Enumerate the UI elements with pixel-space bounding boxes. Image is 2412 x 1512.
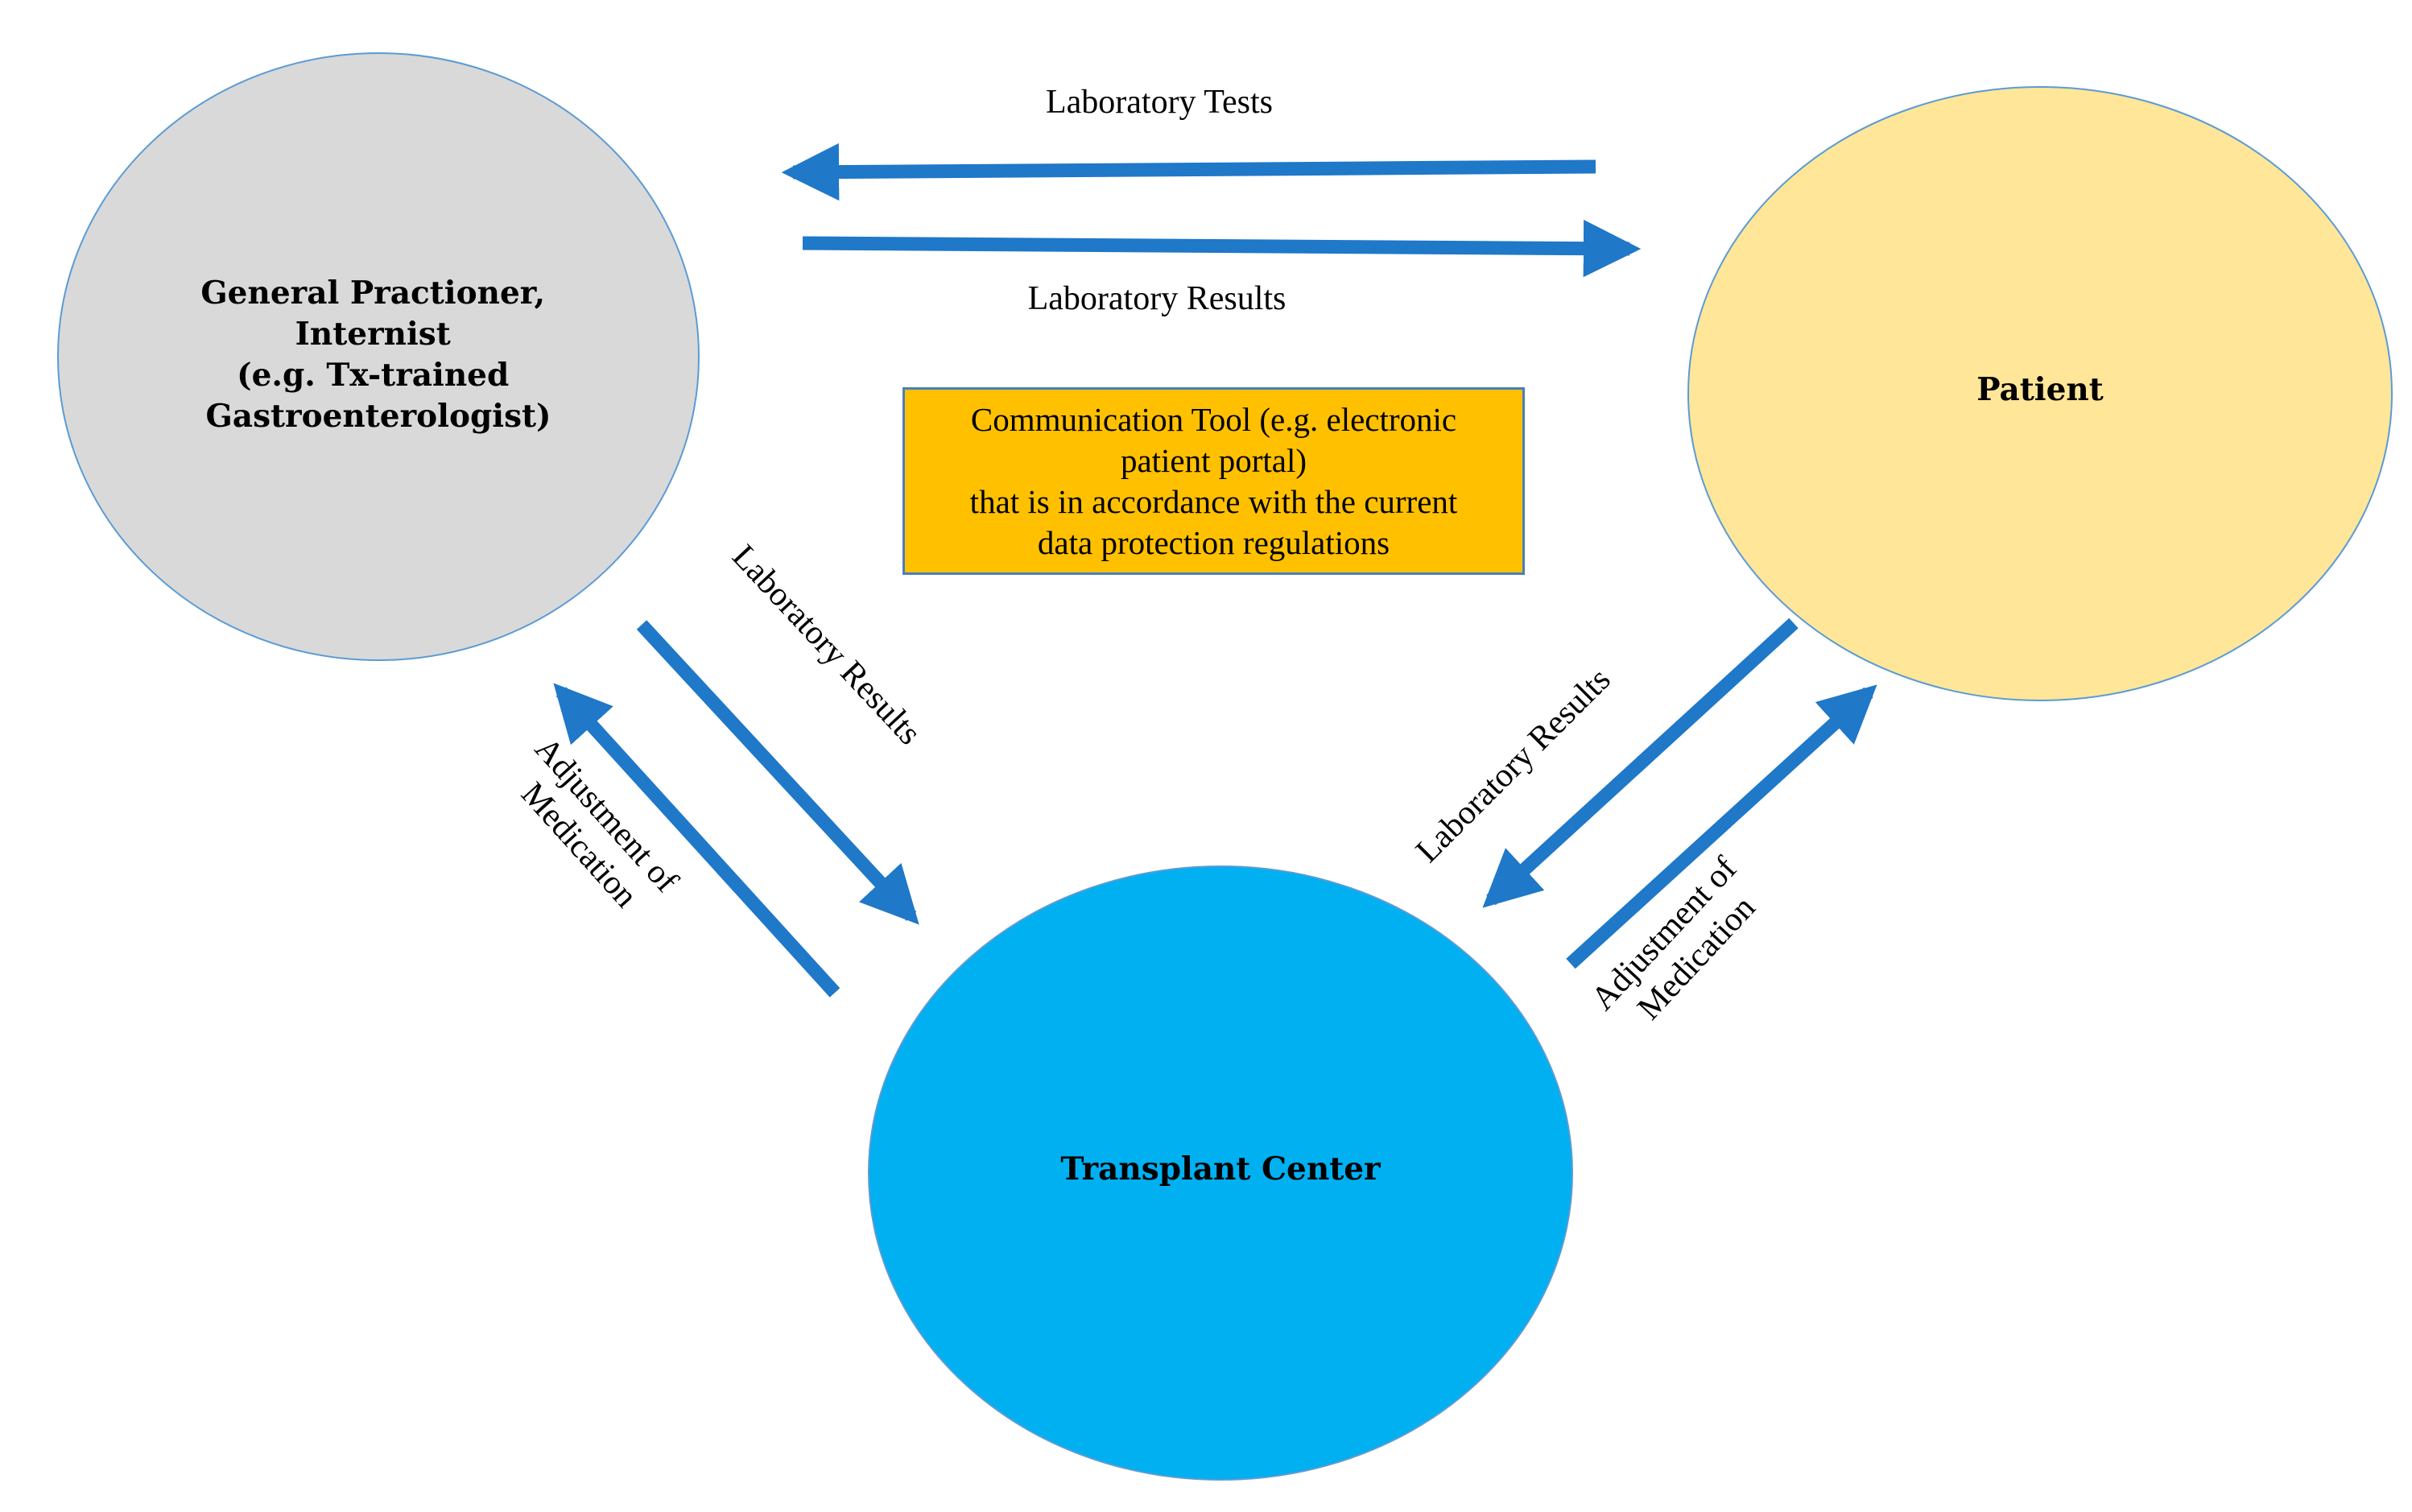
node-patient (1687, 86, 2393, 701)
edge-label-patient-to-center: Laboratory Results (1409, 661, 1617, 870)
node-gp-label-line: Internist (295, 316, 451, 353)
edge-label-patient-to-gp: Laboratory Tests (1046, 84, 1273, 121)
node-gp (57, 52, 700, 661)
arrow-center-to-patient (1566, 684, 1877, 969)
edge-label-gp-to-patient: Laboratory Results (1028, 280, 1287, 317)
node-gp-label-line: Gastroenterologist) (206, 398, 551, 435)
node-patient-label: Patient (1976, 371, 2104, 408)
arrow-center-to-gp (553, 683, 840, 998)
node-gp-label: General Practioner, Internist (e.g. Tx-t… (200, 275, 556, 435)
edge-label-center-to-gp: Adjustment of Medication (498, 730, 691, 932)
arrow-gp-to-patient (802, 219, 1642, 278)
node-gp-label-line: (e.g. Tx-trained (237, 357, 509, 394)
node-center-label: Transplant Center (1060, 1151, 1381, 1188)
note-line: data protection regulations (1037, 523, 1390, 561)
arrow-gp-to-center (636, 620, 919, 925)
note-line: that is in accordance with the current (969, 482, 1458, 520)
communication-tool-note: Communication Tool (e.g. electronic pati… (902, 387, 1525, 575)
arrow-patient-to-center (1482, 618, 1799, 908)
edge-label-center-to-patient: Adjustment of Medication (1584, 844, 1779, 1045)
note-line: Communication Tool (e.g. electronic (970, 400, 1457, 438)
edge-label-gp-to-center: Laboratory Results (725, 538, 927, 752)
note-line: patient portal) (1120, 441, 1307, 479)
node-gp-label-line: General Practioner, (200, 275, 545, 312)
node-center (868, 865, 1573, 1481)
arrow-patient-to-gp (781, 143, 1596, 201)
